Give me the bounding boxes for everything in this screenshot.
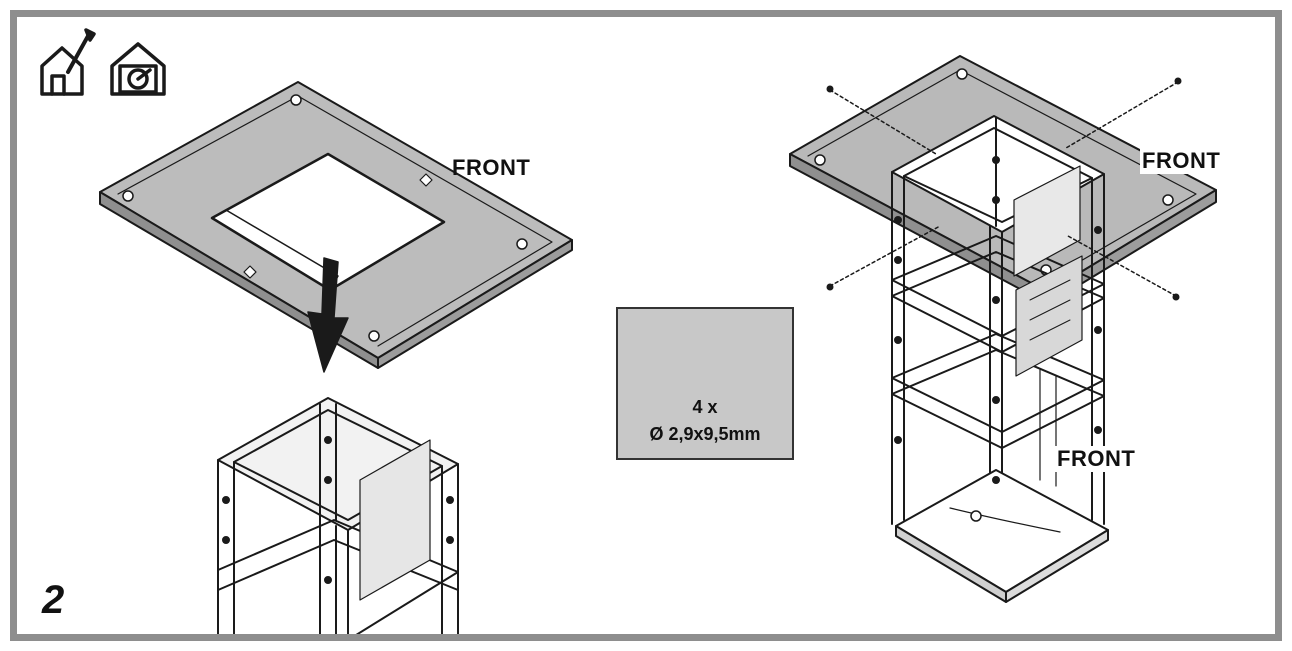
screw-points [826,77,1182,301]
chimney-frame-right [891,115,1109,603]
house-pencil-icon [40,28,96,96]
screw-guide-lines [829,81,1179,297]
screw-info-box: 4 x Ø 2,9x9,5mm [616,307,794,460]
front-label-left-plate: FRONT [452,155,531,180]
front-label-right-chimney: FRONT [1055,446,1138,472]
arrow-down-icon [307,257,349,373]
house-duct-icon [110,42,166,96]
screw-quantity: 4 x [692,397,718,417]
chimney-frame-left [217,397,459,634]
screw-size: Ø 2,9x9,5mm [649,424,761,444]
front-label-right-plate: FRONT [1140,148,1223,174]
step-number: 2 [42,578,65,622]
